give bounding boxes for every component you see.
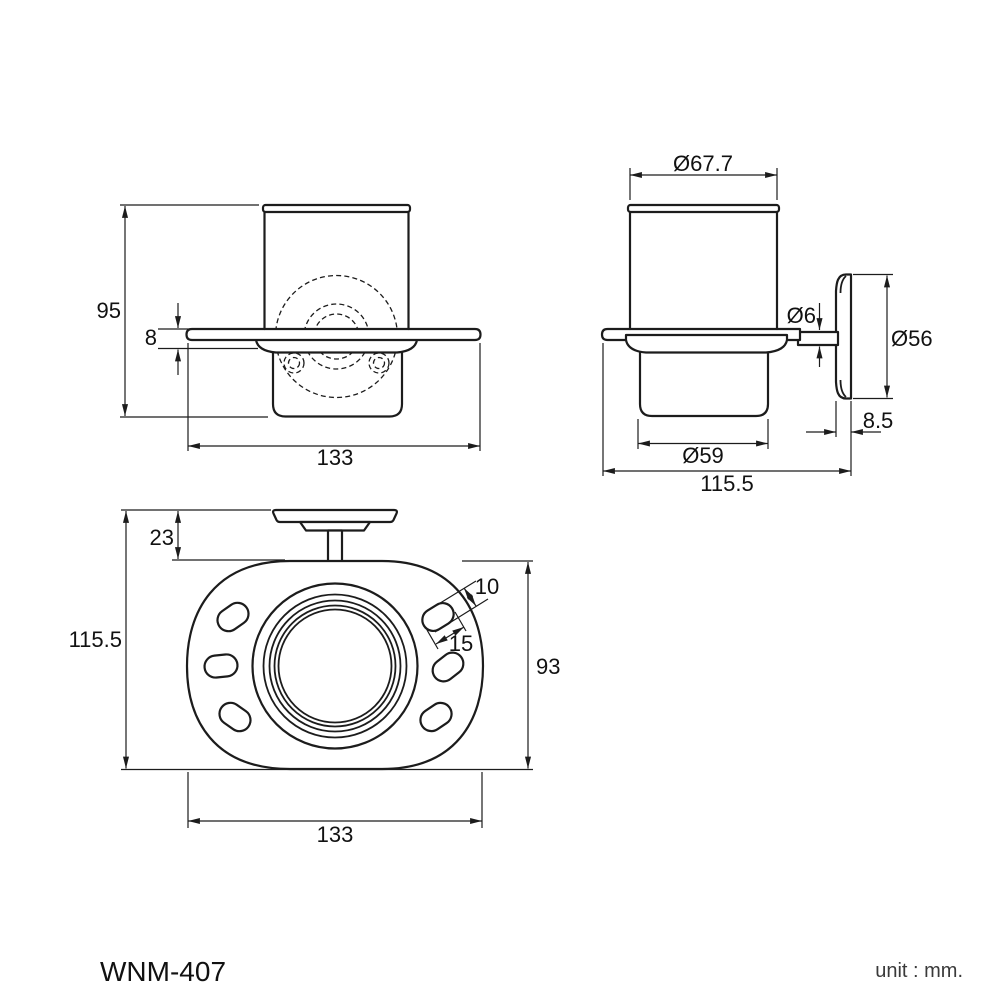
- dim-side-cup-top-dia: Ø67.7: [629, 151, 778, 200]
- side-arm: [796, 330, 840, 347]
- dim-front-width-label: 133: [317, 445, 354, 470]
- side-cup: [626, 203, 781, 418]
- side-view: Ø67.7 Ø6 Ø56 8.5 Ø59: [600, 151, 933, 496]
- dim-side-cup-top-dia-label: Ø67.7: [673, 151, 733, 176]
- dim-side-backplate-dia: Ø56: [853, 273, 933, 400]
- side-holder-lip: [624, 333, 789, 354]
- dim-side-backplate-dia-label: Ø56: [891, 326, 933, 351]
- dim-side-backplate-depth-label: 8.5: [863, 408, 894, 433]
- dim-side-arm-dia-label: Ø6: [787, 303, 816, 328]
- dim-side-backplate-depth: 8.5: [806, 401, 893, 437]
- model-number: WNM-407: [100, 956, 226, 987]
- side-backplate: [834, 273, 853, 400]
- dim-front-width: 133: [187, 343, 481, 470]
- dim-front-height-label: 95: [97, 298, 121, 323]
- dim-front-lip-label: 8: [145, 325, 157, 350]
- dim-side-cup-bottom-dia: Ø59: [637, 419, 769, 468]
- front-shelf-plate: [185, 327, 482, 342]
- dim-top-bracket-offset: 23: [150, 511, 285, 561]
- dim-top-plate-depth: 93: [462, 560, 560, 769]
- dim-top-plate-width: 133: [187, 772, 483, 847]
- dim-side-arm-dia: Ø6: [787, 303, 823, 367]
- dim-top-slot: 10 15: [423, 574, 499, 656]
- top-drain-slots: [203, 601, 465, 733]
- top-stem: [326, 529, 344, 564]
- dim-top-bracket-offset-label: 23: [150, 525, 174, 550]
- front-cup: [261, 203, 412, 418]
- top-bracket: [271, 508, 399, 564]
- dim-top-overall-depth: 115.5: [69, 509, 533, 771]
- unit-note: unit : mm.: [875, 960, 963, 982]
- dim-side-overall-depth-label: 115.5: [700, 471, 753, 496]
- dim-top-plate-depth-label: 93: [536, 654, 560, 679]
- dim-front-height: 95: [97, 204, 268, 418]
- dim-side-cup-bottom-dia-label: Ø59: [682, 443, 724, 468]
- dim-top-overall-depth-label: 115.5: [69, 627, 122, 652]
- dim-front-lip: 8: [145, 303, 258, 375]
- dim-side-overall-depth: 115.5: [602, 343, 852, 496]
- dim-top-slot-width-label: 10: [475, 574, 499, 599]
- dim-top-plate-width-label: 133: [317, 822, 354, 847]
- dim-top-slot-length-label: 15: [449, 631, 473, 656]
- top-view: 115.5 23 93 133 10: [69, 508, 560, 847]
- front-view: 95 8 133: [97, 203, 482, 470]
- top-cup-ring: [251, 582, 419, 750]
